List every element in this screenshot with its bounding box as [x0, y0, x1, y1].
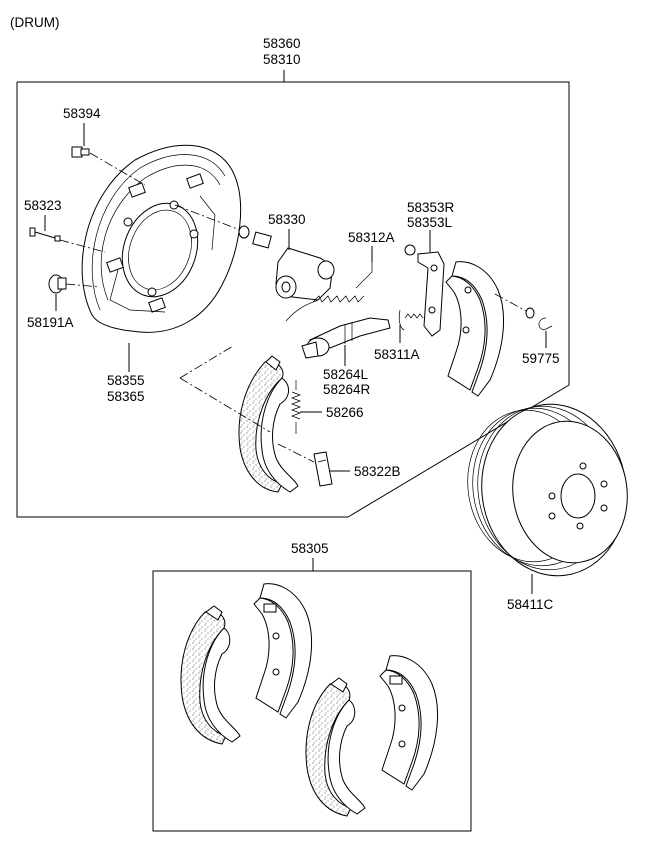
- clip-59775: [525, 307, 553, 331]
- label-58411C: 58411C: [507, 597, 554, 612]
- clip-58322B: [313, 451, 333, 487]
- label-58322B: 58322B: [354, 464, 401, 479]
- lever-58353: [404, 244, 445, 337]
- label-58311A: 58311A: [374, 347, 420, 362]
- adjuster-58264: [301, 317, 391, 359]
- spring-58266: [291, 380, 301, 434]
- dash-58322B: [277, 443, 315, 463]
- kit-shoe-4: [379, 655, 439, 791]
- spring-58312A: [285, 258, 373, 322]
- brake-shoe-right: [445, 261, 505, 397]
- nut-58191A: [48, 274, 67, 294]
- label-58353L: 58353L: [407, 215, 453, 230]
- label-58330: 58330: [268, 212, 306, 227]
- label-58353R: 58353R: [407, 200, 455, 215]
- label-58264L: 58264L: [323, 367, 369, 382]
- pin-58323: [29, 227, 61, 242]
- dash-plate-shoe-2: [179, 377, 271, 433]
- brake-shoe-left: [238, 355, 299, 493]
- label-58355: 58355: [107, 373, 145, 388]
- box-label-58360: 58360: [263, 36, 301, 51]
- label-58305: 58305: [291, 541, 329, 556]
- kit-shoe-2: [253, 583, 313, 719]
- spring-58311A: [398, 309, 424, 331]
- dash-58394: [89, 152, 146, 186]
- brake-drum: [467, 403, 628, 577]
- dash-58323: [59, 239, 106, 253]
- backing-plate: [81, 144, 242, 333]
- label-58266: 58266: [326, 405, 364, 420]
- label-59775: 59775: [522, 351, 560, 366]
- dash-shoe-clip: [494, 293, 529, 313]
- assembly-box-outline: [16, 81, 570, 518]
- box-label-58310: 58310: [263, 52, 301, 67]
- bolt-58394: [71, 146, 90, 158]
- label-58323: 58323: [24, 198, 62, 213]
- kit-shoe-1: [180, 605, 241, 745]
- label-58365: 58365: [107, 389, 145, 404]
- label-58191A: 58191A: [27, 315, 74, 330]
- wheel-cylinder: [238, 225, 335, 301]
- kit-shoe-3: [305, 677, 366, 817]
- diagram-title: (DRUM): [10, 15, 60, 30]
- label-58264R: 58264R: [323, 382, 371, 397]
- shoe-kit-box: [152, 570, 472, 832]
- dash-58330: [174, 204, 241, 231]
- label-58312A: 58312A: [348, 230, 395, 245]
- dash-plate-shoe: [179, 345, 234, 379]
- dash-58191A: [65, 283, 101, 288]
- label-58394: 58394: [63, 106, 101, 121]
